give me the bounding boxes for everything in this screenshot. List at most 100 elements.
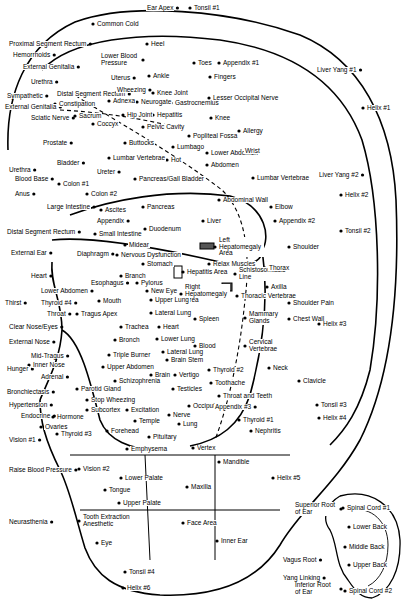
point-label: Cervical Vertebrae: [248, 339, 288, 353]
point-dot: [201, 219, 204, 222]
point-dot: [75, 312, 78, 315]
point-label: Thirst: [4, 300, 22, 307]
point-label: Subcortex: [90, 407, 121, 414]
point-dot: [91, 122, 94, 125]
point-dot: [341, 506, 344, 509]
point-dot: [49, 251, 52, 254]
point-dot: [347, 525, 350, 528]
point-label: Wrist: [244, 148, 261, 155]
point-label: Duodenum: [148, 226, 182, 233]
point-label: Liver Yang #2: [318, 172, 360, 179]
point-dot: [101, 365, 104, 368]
point-dot: [187, 134, 190, 137]
point-label: Heart: [162, 324, 180, 331]
point-dot: [90, 289, 93, 292]
point-label: Ankle: [152, 73, 170, 80]
point-label: Appendix #1: [222, 60, 260, 67]
point-dot: [208, 75, 211, 78]
point-label: Right Hepatomegaly Area: [184, 284, 230, 304]
point-dot: [287, 301, 290, 304]
point-label: Anus: [14, 191, 31, 198]
point-label: Hepatitis Area: [186, 269, 228, 276]
point-dot: [73, 114, 76, 117]
point-dot: [217, 394, 220, 397]
point-label: Thorax: [268, 265, 290, 272]
point-label: Helix #4: [322, 415, 347, 422]
point-label: Tragus Apex: [80, 311, 118, 318]
point-label: Abdominal Wall: [222, 197, 269, 204]
point-dot: [361, 173, 364, 176]
point-dot: [243, 344, 246, 347]
point-dot: [60, 325, 63, 328]
point-label: Helix #2: [344, 192, 369, 199]
point-dot: [287, 245, 290, 248]
point-label: Hypertension: [8, 402, 48, 409]
point-dot: [133, 177, 136, 180]
point-dot: [57, 182, 60, 185]
point-dot: [51, 415, 54, 418]
point-dot: [319, 558, 322, 561]
hepatomegaly-mark: [200, 243, 214, 249]
point-dot: [89, 42, 92, 45]
point-dot: [107, 156, 110, 159]
point-label: Mid-Tragus: [30, 353, 65, 360]
point-label: Lower Blood Pressure: [100, 53, 140, 67]
point-label: Throat and Teeth: [222, 393, 273, 400]
point-label: Sacrum: [78, 113, 102, 120]
point-label: Mandible: [222, 459, 250, 466]
point-dot: [133, 76, 136, 79]
point-dot: [66, 375, 69, 378]
point-dot: [145, 289, 148, 292]
point-dot: [85, 398, 88, 401]
point-label: Inner Ear: [220, 538, 249, 545]
point-dot: [68, 312, 71, 315]
point-label: External Genitalia: [4, 104, 57, 111]
point-dot: [141, 125, 144, 128]
point-dot: [181, 521, 184, 524]
point-label: Vagus Root: [282, 557, 317, 564]
point-label: Proximal Segment Rectum: [8, 41, 87, 48]
point-dot: [192, 61, 195, 64]
point-dot: [82, 161, 85, 164]
point-dot: [191, 446, 194, 449]
point-dot: [149, 298, 152, 301]
point-dot: [125, 447, 128, 450]
point-dot: [141, 205, 144, 208]
point-label: Pancreas: [146, 204, 175, 211]
point-dot: [74, 301, 77, 304]
point-label: Maxilla: [190, 484, 212, 491]
point-label: Temple: [138, 418, 161, 425]
point-label: Lateral Lung: [166, 349, 204, 356]
point-label: Lower Back: [352, 524, 388, 531]
point-label: Shoulder: [292, 244, 320, 251]
point-label: Clear Nose/Eyes: [8, 324, 59, 331]
point-label: Forehead: [110, 428, 140, 435]
point-dot: [177, 422, 180, 425]
point-dot: [359, 68, 362, 71]
point-dot: [85, 192, 88, 195]
point-dot: [157, 325, 160, 328]
point-label: Bronchiectasis: [6, 389, 50, 396]
point-label: Lesser Occipital Nerve: [212, 95, 279, 102]
point-dot: [39, 425, 42, 428]
point-label: Excitation: [130, 407, 160, 414]
point-label: Schizophrenia: [118, 378, 161, 385]
point-dot: [267, 366, 270, 369]
point-label: Buttocks: [128, 140, 155, 147]
point-label: Stop Wheezing: [90, 397, 136, 404]
point-label: Tonsil #1: [193, 5, 221, 12]
point-label: Appendix #3: [214, 404, 252, 411]
point-dot: [205, 151, 208, 154]
point-dot: [237, 418, 240, 421]
point-dot: [193, 344, 196, 347]
point-dot: [111, 252, 114, 255]
point-dot: [38, 438, 41, 441]
point-label: Tonsil #3: [320, 402, 348, 409]
lobe-grid: [70, 455, 290, 560]
point-dot: [185, 485, 188, 488]
point-dot: [287, 317, 290, 320]
point-dot: [193, 317, 196, 320]
point-dot: [49, 274, 52, 277]
point-label: Elbow: [274, 204, 294, 211]
point-label: Nephritis: [254, 428, 282, 435]
